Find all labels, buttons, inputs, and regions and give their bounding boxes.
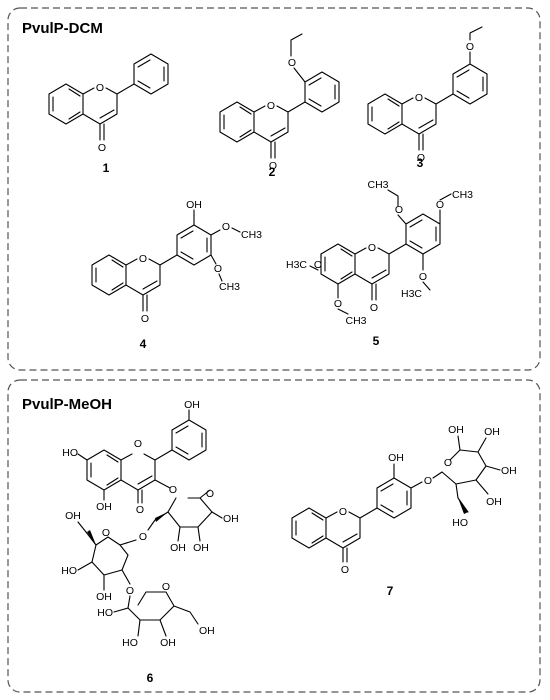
atom-oh: OH [186, 199, 202, 211]
compound-5-structure: O O O CH3 O CH3 O H3C O H3C O CH3 [286, 179, 473, 327]
atom-ch3: CH3 [241, 229, 262, 241]
atom-oh: OH [388, 452, 404, 464]
atom-o: O [136, 504, 144, 516]
compound-label-7: 7 [387, 584, 394, 598]
compound-label-2: 2 [269, 165, 276, 179]
atom-o: O [444, 457, 452, 469]
compound-label-3: 3 [417, 156, 424, 170]
atom-ho: HO [452, 517, 468, 529]
atom-o: O [98, 142, 106, 154]
compound-label-6: 6 [147, 671, 154, 685]
atom-o: O [102, 527, 110, 539]
panel-title-meoh: PvulP-MeOH [22, 396, 112, 413]
atom-oh: OH [486, 496, 502, 508]
atom-o: O [436, 199, 444, 211]
atom-o: O [288, 57, 296, 69]
atom-o: O [126, 585, 134, 597]
compound-1-structure: O O [48, 53, 169, 154]
atom-o: O [141, 313, 149, 325]
atom-o: O [424, 475, 432, 487]
atom-o: O [417, 152, 425, 164]
atom-oh: OH [170, 542, 186, 554]
atom-h3c: H3C [286, 259, 307, 271]
atom-o: O [222, 221, 230, 233]
atom-ho: HO [61, 565, 77, 577]
atom-o: O [269, 160, 277, 172]
compound-7-structure: O O OH O O OH OH OH OH HO [291, 424, 517, 576]
atom-o: O [267, 100, 275, 112]
atom-o: O [419, 271, 427, 283]
atom-ch3: CH3 [452, 189, 473, 201]
atom-ch3: CH3 [367, 179, 388, 191]
atom-oh: OH [501, 465, 517, 477]
panel-title-dcm: PvulP-DCM [22, 20, 103, 37]
compound-6-structure: O O OH HO OH O O OH OH OH O O OH HO OH O… [61, 399, 239, 649]
compound-label-5: 5 [373, 334, 380, 348]
atom-oh: OH [448, 424, 464, 436]
atom-ch3: CH3 [345, 315, 366, 327]
atom-ho: HO [62, 447, 78, 459]
atom-o: O [139, 253, 147, 265]
atom-o: O [370, 302, 378, 314]
atom-h3c: H3C [401, 288, 422, 300]
compound-label-4: 4 [140, 337, 147, 351]
atom-oh: OH [199, 625, 215, 637]
atom-o: O [415, 92, 423, 104]
atom-ho: HO [97, 607, 113, 619]
atom-o: O [139, 531, 147, 543]
atom-o: O [162, 581, 170, 593]
atom-oh: OH [96, 501, 112, 513]
atom-o: O [134, 438, 142, 450]
atom-oh: OH [65, 510, 81, 522]
atom-ch3: CH3 [219, 281, 240, 293]
panel-frame-dcm [7, 7, 541, 371]
atom-o: O [368, 242, 376, 254]
atom-oh: OH [96, 591, 112, 603]
atom-ho: HO [122, 637, 138, 649]
compound-3-structure: O O O [367, 26, 488, 164]
atom-oh: OH [193, 542, 209, 554]
atom-o: O [96, 82, 104, 94]
atom-o: O [466, 41, 474, 53]
atom-o: O [169, 484, 177, 496]
atom-o: O [341, 564, 349, 576]
atom-oh: OH [160, 637, 176, 649]
compound-2-structure: O O O [219, 33, 340, 172]
panel-frame-meoh [7, 379, 541, 693]
compound-4-structure: O O OH O CH3 O CH3 [91, 199, 262, 325]
compound-label-1: 1 [103, 161, 110, 175]
atom-o: O [334, 298, 342, 310]
atom-o: O [214, 263, 222, 275]
atom-oh: OH [223, 513, 239, 525]
atom-o: O [395, 204, 403, 216]
atom-oh: OH [484, 426, 500, 438]
atom-o: O [206, 488, 214, 500]
atom-oh: OH [184, 399, 200, 411]
atom-o: O [339, 506, 347, 518]
atom-o: O [314, 259, 322, 271]
